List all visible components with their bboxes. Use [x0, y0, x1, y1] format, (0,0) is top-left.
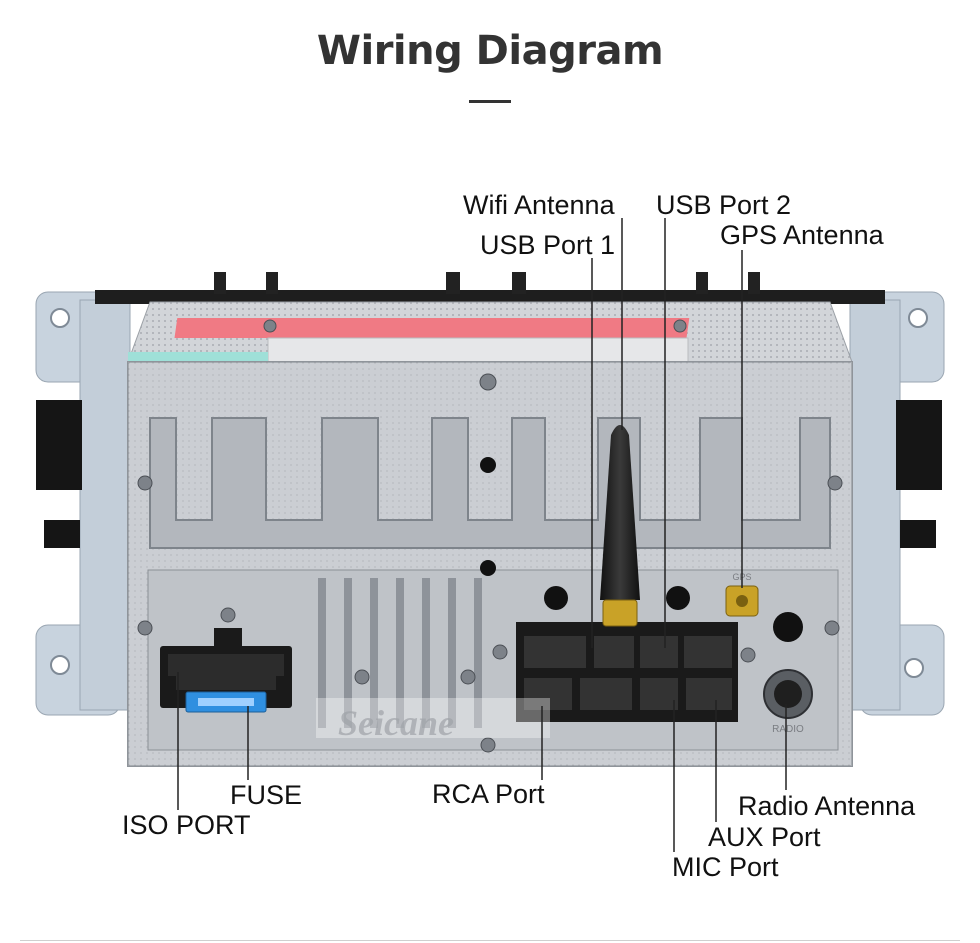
chassis-screws [137, 319, 843, 753]
right-mounting-bracket [849, 291, 945, 716]
watermark: Seicane [338, 703, 454, 743]
mic-port-label: MIC Port [672, 852, 779, 882]
wifi-antenna-label: Wifi Antenna [463, 190, 616, 220]
radio-mark: RADIO [772, 724, 804, 735]
radio-antenna-label: Radio Antenna [738, 791, 916, 821]
vent-slots [318, 578, 482, 728]
title-underline [469, 100, 511, 103]
fuse-label: FUSE [230, 780, 302, 810]
left-mounting-bracket [35, 291, 131, 716]
rca-port-label: RCA Port [432, 779, 545, 809]
connector-bank [516, 622, 738, 722]
heatsink-channel [149, 417, 831, 549]
wifi-antenna [600, 425, 640, 627]
radio-antenna-socket: RADIO [763, 669, 813, 735]
aux-port-label: AUX Port [708, 822, 821, 852]
iso-port-label: ISO PORT [122, 810, 251, 840]
gps-antenna-label: GPS Antenna [720, 220, 885, 250]
leader-lines [177, 218, 787, 852]
top-frame-rail [95, 290, 885, 304]
top-clips [214, 272, 760, 294]
label-sticker [267, 337, 689, 363]
usb-port-2-label: USB Port 2 [656, 190, 791, 220]
usb-port-1-label: USB Port 1 [480, 230, 615, 260]
warning-sticker [174, 318, 690, 338]
page-title: Wiring Diagram [316, 28, 664, 74]
fuse [185, 691, 267, 713]
bottom-divider [20, 940, 960, 941]
